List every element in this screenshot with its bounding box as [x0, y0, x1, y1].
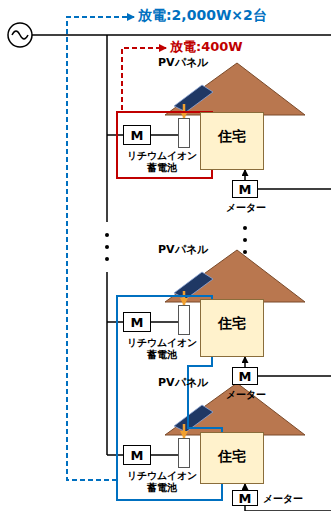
pv-flow-arrow — [183, 424, 186, 438]
utility-meter: Mメーター — [232, 180, 258, 198]
pv-panel — [174, 85, 213, 112]
meter-letter: M — [131, 449, 144, 462]
meter-box: M — [123, 445, 151, 465]
meter-box: M — [123, 312, 151, 332]
discharge-label: 放電:2,000W×2台 — [138, 8, 267, 23]
pv-panel-label: PVパネル — [158, 377, 208, 389]
meter-letter: M — [239, 492, 252, 505]
pv-panel-label: PVパネル — [158, 57, 208, 69]
connector — [151, 321, 178, 323]
pv-panel — [174, 272, 213, 299]
house-roof — [165, 250, 305, 302]
pv-flow-arrow — [183, 291, 186, 305]
battery: リチウムイオン 蓄電池 — [178, 118, 190, 148]
house-label: 住宅 — [201, 449, 263, 464]
meter-letter: M — [131, 316, 144, 329]
meter-letter: M — [131, 129, 144, 142]
meter-letter: M — [239, 183, 252, 196]
meter-box: M — [123, 125, 151, 145]
connector — [151, 454, 178, 456]
connector — [151, 134, 178, 136]
battery-label: リチウムイオン 蓄電池 — [125, 470, 199, 493]
meter-letter: M — [239, 370, 252, 383]
house-body: 住宅 — [200, 112, 264, 170]
house-label: 住宅 — [201, 129, 263, 144]
meter-label: メーター — [226, 389, 266, 400]
battery: リチウムイオン 蓄電池 — [178, 438, 190, 468]
pv-panel-label: PVパネル — [158, 244, 208, 256]
house-body: 住宅 — [200, 432, 264, 484]
battery: リチウムイオン 蓄電池 — [178, 305, 190, 335]
utility-meter: Mメーター — [232, 367, 258, 385]
house-roof — [165, 63, 305, 115]
battery-label: リチウムイオン 蓄電池 — [125, 337, 199, 360]
house-roof — [165, 383, 305, 435]
connector — [244, 170, 246, 180]
discharge-label: 放電:400W — [170, 40, 243, 54]
battery-label: リチウムイオン 蓄電池 — [125, 150, 199, 173]
meter-label: メーター — [226, 202, 266, 213]
utility-meter: Mメーター — [232, 490, 258, 506]
house-label: 住宅 — [201, 316, 263, 331]
meter-label: メーター — [263, 493, 303, 504]
connector — [244, 357, 246, 367]
house-body: 住宅 — [200, 299, 264, 357]
